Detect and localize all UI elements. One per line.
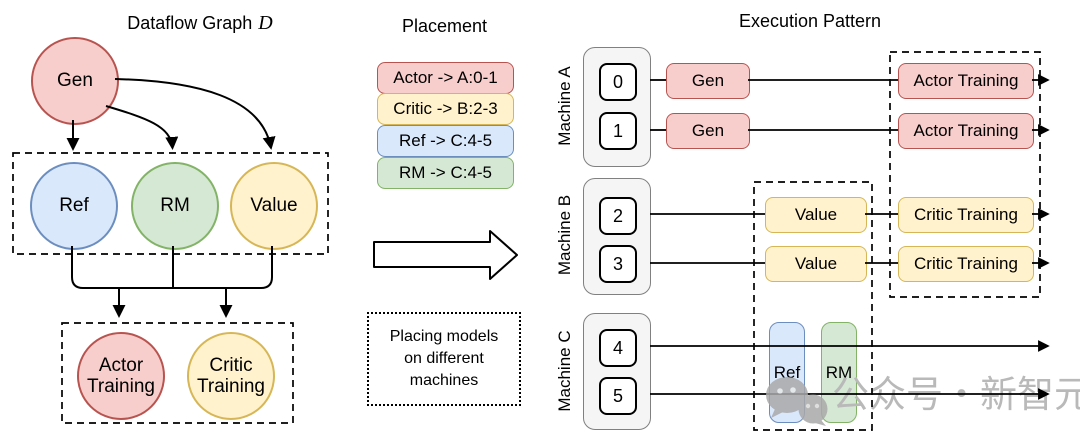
- node-actor-training: Actor Training: [77, 332, 165, 420]
- placement-note-line1: Placing models: [389, 328, 499, 345]
- exec-critic-training-box-2: Critic Training: [898, 246, 1034, 282]
- gpu-5: 5: [599, 377, 637, 415]
- placement-title: Placement: [401, 16, 488, 36]
- exec-actor-training-box-2: Actor Training: [898, 113, 1034, 149]
- placement-big-arrow: [373, 230, 518, 280]
- placement-entry-actor: Actor -> A:0-1: [377, 62, 514, 94]
- placement-note: Placing models on different machines: [367, 312, 521, 406]
- exec-gen-box-1: Gen: [666, 63, 750, 99]
- node-critic-training-label: Critic Training: [197, 354, 265, 397]
- node-actor-training-label: Actor Training: [87, 354, 155, 397]
- placement-entry-rm: RM -> C:4-5: [377, 157, 514, 189]
- execution-title: Execution Pattern: [738, 11, 882, 31]
- edge-gen-to-rm: [105, 105, 179, 150]
- gpu-0: 0: [599, 63, 637, 101]
- placement-note-line3: machines: [409, 372, 479, 389]
- exec-critic-training-box-1: Critic Training: [898, 197, 1034, 233]
- gpu-3: 3: [599, 245, 637, 283]
- gpu-4: 4: [599, 329, 637, 367]
- exec-actor-training-box-1: Actor Training: [898, 63, 1034, 99]
- exec-value-box-2: Value: [765, 246, 867, 282]
- placement-entry-critic: Critic -> B:2-3: [377, 93, 514, 125]
- node-value-label: Value: [250, 195, 298, 217]
- node-ref: Ref: [30, 162, 118, 250]
- machine-a-label: Machine A: [555, 66, 574, 146]
- placement-note-line2: on different: [404, 350, 484, 367]
- dataflow-title-math-symbol: D: [258, 12, 273, 34]
- node-ref-label: Ref: [59, 195, 89, 217]
- dataflow-title-text: Dataflow Graph: [127, 13, 253, 33]
- edge-gen-to-value: [114, 78, 276, 150]
- exec-value-box-1: Value: [765, 197, 867, 233]
- machine-b-label: Machine B: [555, 194, 574, 276]
- edge-merge-rail: [71, 246, 273, 289]
- node-value: Value: [230, 162, 318, 250]
- wechat-icon: [766, 377, 828, 426]
- node-gen: Gen: [31, 37, 119, 125]
- node-critic-training: Critic Training: [187, 332, 275, 420]
- exec-gen-box-2: Gen: [666, 113, 750, 149]
- watermark-text: 公众号・新智元: [832, 374, 1080, 415]
- machine-c-label: Machine C: [555, 330, 574, 412]
- placement-entry-ref: Ref -> C:4-5: [377, 125, 514, 157]
- node-rm: RM: [131, 162, 219, 250]
- node-gen-label: Gen: [57, 70, 93, 92]
- node-rm-label: RM: [160, 195, 190, 217]
- gpu-2: 2: [599, 197, 637, 235]
- gpu-1: 1: [599, 112, 637, 150]
